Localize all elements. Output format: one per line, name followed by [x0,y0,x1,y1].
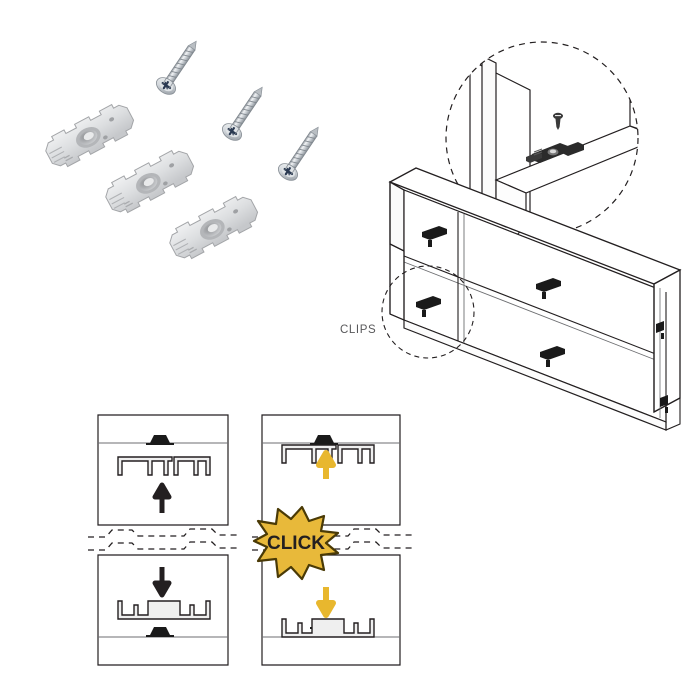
cross-section-after-engagement: CLICK [252,405,412,675]
panel-outline-top [261,414,401,526]
clip-2 [100,144,199,219]
click-badge-text: CLICK [267,533,325,554]
screw-2 [218,80,273,145]
cab-clip-side-upper [656,321,664,339]
clip-3 [164,190,263,265]
click-badge: CLICK [252,505,340,581]
callout-circle-clips [381,265,475,359]
break-line-lower [88,541,238,551]
cab-clip-side-lower [660,395,668,413]
cross-section-before-engagement [88,405,238,675]
loose-parts-illustration [0,0,340,290]
arrow-up-push [152,482,172,513]
cabinet-body [388,167,682,431]
detail-mounted-clip [526,142,584,163]
break-line-upper [88,528,238,538]
screw-1 [152,34,207,99]
clip-1 [40,98,139,173]
screw-3 [274,120,329,185]
detail-screw [553,112,563,130]
clips-label: CLIPS [340,324,377,336]
arrow-up-snapped [316,450,336,479]
cabinet-isometric-view [330,30,700,450]
arrow-down-snapped [316,587,336,618]
arrow-down-push [152,567,172,598]
